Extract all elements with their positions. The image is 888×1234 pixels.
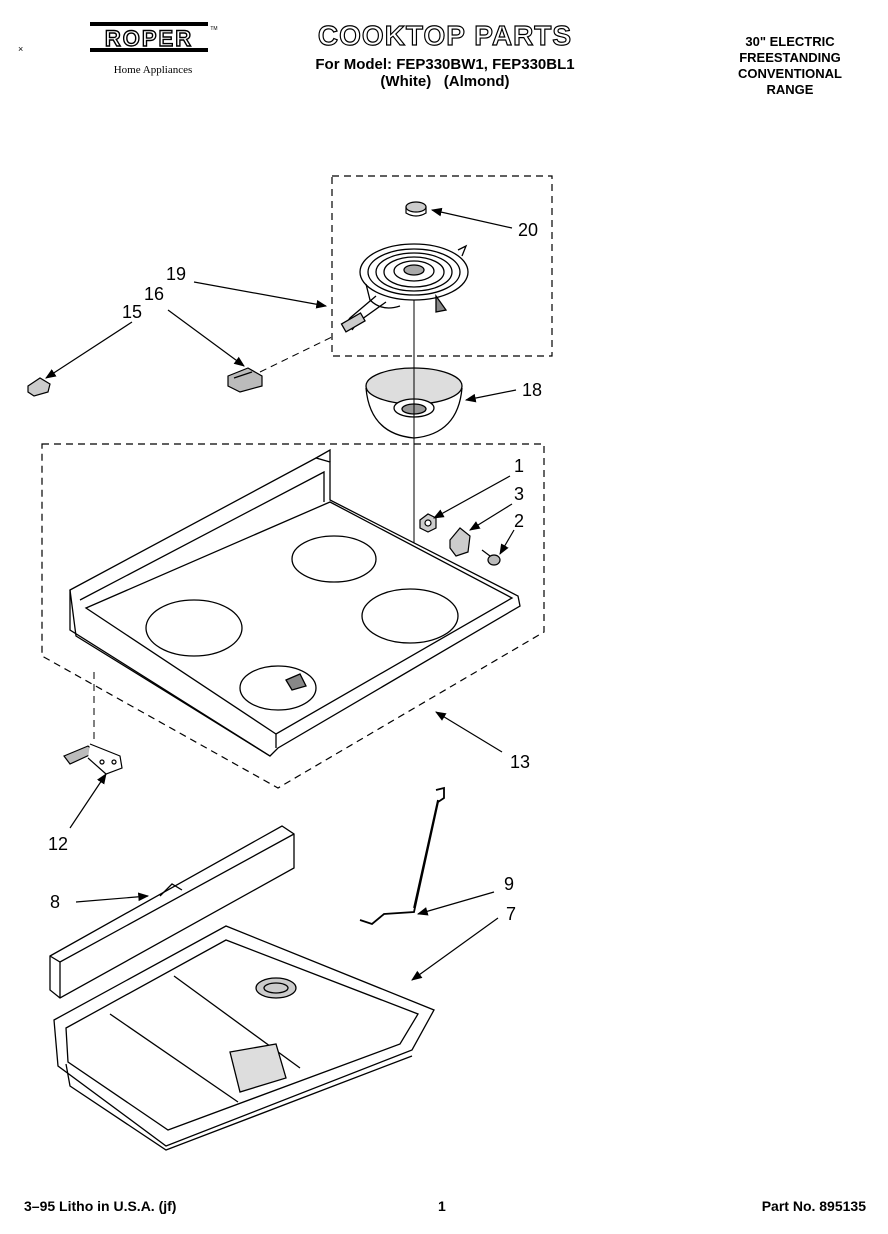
callout-20: 20: [518, 220, 538, 240]
range-type-line: 30" ELECTRIC: [745, 34, 835, 49]
clip-part: [27, 377, 51, 397]
receptacle-part: [227, 367, 263, 393]
rear-panel-part: [49, 825, 295, 999]
bracket-part: [449, 527, 471, 557]
callout-8: 8: [50, 892, 60, 912]
model-numbers: For Model: FEP330BW1, FEP330BL1: [315, 56, 575, 73]
trademark-mark: TM: [210, 26, 217, 32]
range-type: 30" ELECTRIC FREESTANDING CONVENTIONAL R…: [700, 34, 880, 98]
model-colors: (White) (Almond): [380, 73, 510, 90]
nut-part: [419, 513, 437, 533]
surface-element-part: [340, 243, 469, 333]
range-type-line: RANGE: [766, 82, 814, 97]
print-info: 3–95 Litho in U.S.A. (jf): [24, 1198, 177, 1214]
range-type-line: CONVENTIONAL: [738, 66, 842, 81]
corner-mark: ×: [18, 44, 24, 54]
roper-logo: ROPER TM: [90, 22, 218, 52]
support-rod-part: [359, 786, 445, 926]
cooktop-part: [69, 448, 521, 757]
callout-2: 2: [514, 511, 524, 531]
screw-part: [481, 549, 501, 566]
leader-lines: [45, 207, 517, 981]
callout-1: 1: [514, 456, 524, 476]
brand-wordmark: ROPER: [105, 26, 193, 51]
callout-12: 12: [48, 834, 68, 854]
callout-13: 13: [510, 752, 530, 772]
element-cap-part: [405, 201, 427, 217]
callout-9: 9: [504, 874, 514, 894]
part-number: Part No. 895135: [761, 1198, 866, 1214]
page-number: 1: [438, 1198, 446, 1214]
callout-18: 18: [522, 380, 542, 400]
connection-line: [259, 335, 335, 373]
cooktop-assembly-box: [41, 443, 545, 789]
page-title: COOKTOP PARTS: [317, 19, 573, 51]
range-type-line: FREESTANDING: [739, 50, 841, 65]
terminal-block-part: [63, 743, 123, 775]
element-assembly-box: [331, 175, 553, 357]
callout-7: 7: [506, 904, 516, 924]
brand-subtitle: Home Appliances: [113, 64, 193, 76]
model-info: For Model: FEP330BW1, FEP330BL1 (White) …: [250, 56, 640, 90]
burner-box-part: [53, 925, 435, 1151]
callout-3: 3: [514, 484, 524, 504]
callout-19: 19: [166, 264, 186, 284]
callout-16: 16: [144, 284, 164, 304]
callout-15: 15: [122, 302, 142, 322]
